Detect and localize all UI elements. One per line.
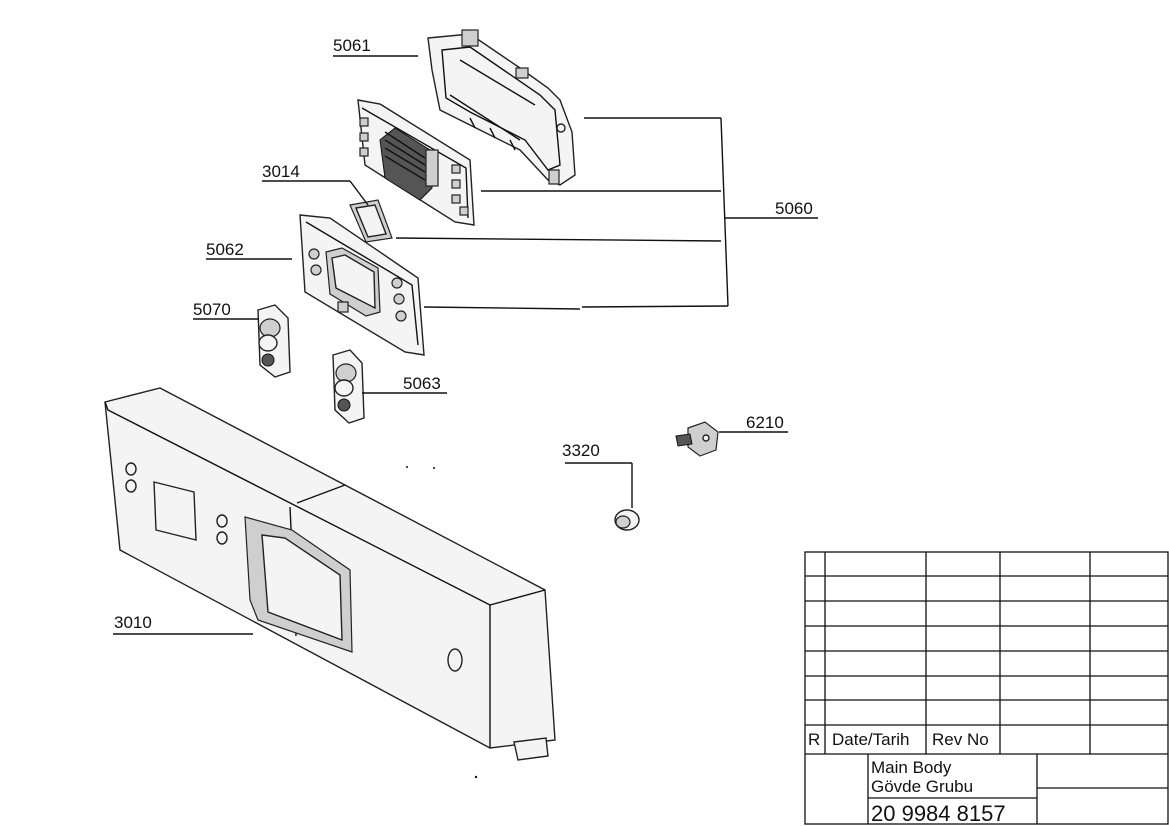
part-5061-frame: [427, 29, 576, 186]
label-3320: 3320: [562, 441, 600, 460]
part-3014-gasket: [349, 199, 393, 243]
label-5070: 5070: [193, 300, 231, 319]
part-3010-control-panel: [104, 387, 556, 761]
label-5062: 5062: [206, 240, 244, 259]
part-6210-switch: [675, 421, 719, 457]
label-5061: 5061: [333, 36, 371, 55]
rev-header-r: R: [808, 730, 820, 749]
speck: [406, 466, 408, 468]
part-5063-button: [332, 349, 365, 424]
label-3014: 3014: [262, 162, 300, 181]
label-6210: 6210: [746, 413, 784, 432]
part-5062-display-board: [299, 214, 425, 356]
leader-lines: [113, 55, 818, 635]
speck: [474, 775, 478, 779]
part-labels: 5061 3014 5062 5070 5063 5060 6210 3320 …: [114, 36, 813, 632]
title-block: R Date/Tarih Rev No Main Body Gövde Grub…: [804, 551, 1169, 826]
label-5060: 5060: [775, 199, 813, 218]
part-5070-button: [257, 304, 291, 378]
speck: [433, 467, 435, 469]
rev-header-rev-no: Rev No: [932, 730, 989, 749]
part-3320-knob: [614, 509, 640, 531]
rev-header-date: Date/Tarih: [832, 730, 909, 749]
label-3010: 3010: [114, 613, 152, 632]
drawing-number: 20 9984 8157: [871, 801, 1006, 826]
title-line-2: Gövde Grubu: [871, 777, 973, 796]
label-5063: 5063: [403, 374, 441, 393]
title-line-1: Main Body: [871, 758, 952, 777]
part-main-pcb: [357, 99, 475, 226]
